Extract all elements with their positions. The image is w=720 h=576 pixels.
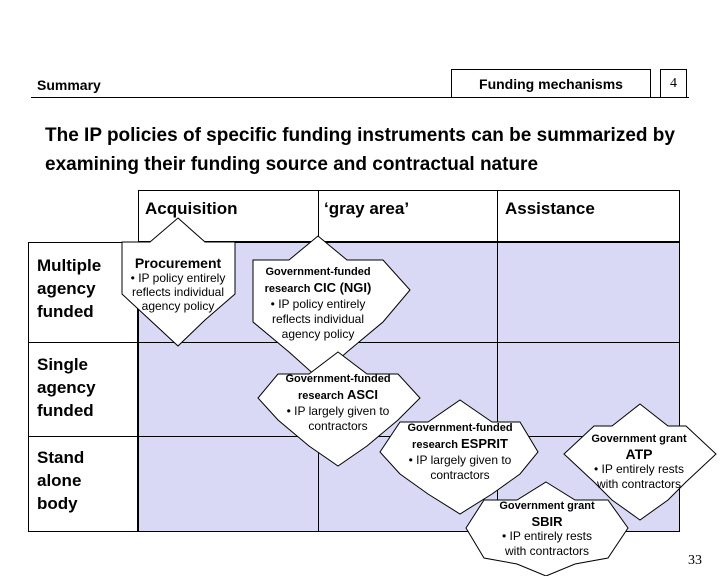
col-divider <box>497 242 498 532</box>
esprit-prefix-line: Government-funded <box>407 422 513 434</box>
procurement-callout: Procurement • IP policy entirely reflect… <box>126 255 230 314</box>
cic-callout: Government-funded research CIC (NGI) • I… <box>254 265 382 342</box>
row-header-line: alone <box>37 471 82 490</box>
cic-prefix-line: Government-funded <box>265 266 371 278</box>
atp-prefix-line: Government grant <box>591 433 687 445</box>
row-header-line: funded <box>37 401 94 420</box>
esprit-callout: Government-funded research ESPRIT • IP l… <box>398 421 522 483</box>
column-header-gray-area: ‘gray area’ <box>324 199 410 218</box>
asci-bullet: • IP largely given to contractors <box>286 404 390 433</box>
esprit-bullet: • IP largely given to contractors <box>408 453 512 482</box>
sbir-callout: Government grant SBIR • IP entirely rest… <box>492 499 602 559</box>
row-divider <box>28 436 138 437</box>
row-divider <box>138 342 680 343</box>
col-divider <box>318 190 319 242</box>
asci-name: ASCI <box>346 387 378 402</box>
sbir-callout-shape <box>465 481 629 576</box>
atp-callout-shape <box>563 403 717 521</box>
row-header-stand-alone: Stand alone body <box>37 446 84 515</box>
row-header-line: Multiple <box>37 256 102 275</box>
asci-callout-shape <box>257 351 421 467</box>
atp-callout: Government grant ATP • IP entirely rests… <box>584 432 694 492</box>
row-header-line: agency <box>37 378 96 397</box>
atp-bullet: • IP entirely rests with contractors <box>593 462 684 491</box>
row-header-line: Stand <box>37 448 85 467</box>
cic-bullet: • IP policy entirely reflects individual… <box>270 297 366 341</box>
esprit-prefix: research <box>412 439 461 451</box>
sbir-prefix-line: Government grant <box>499 500 595 512</box>
row-header-single-agency: Single agency funded <box>37 353 96 422</box>
row-header-line: funded <box>37 302 94 321</box>
row-header-band <box>28 242 138 532</box>
slide-number: 4 <box>670 75 677 91</box>
row-divider <box>28 342 138 343</box>
asci-callout: Government-funded research ASCI • IP lar… <box>276 372 400 434</box>
sbir-name: SBIR <box>531 514 563 529</box>
section-tab: Funding mechanisms <box>451 69 651 97</box>
page-number: 33 <box>688 553 702 568</box>
sbir-bullet: • IP entirely rests with contractors <box>501 529 592 558</box>
row-header-line: body <box>37 494 78 513</box>
col-divider <box>497 190 498 242</box>
section-tab-label: Funding mechanisms <box>479 75 623 92</box>
row-header-line: agency <box>37 279 96 298</box>
column-header-band <box>138 190 680 242</box>
slide-number-box: 4 <box>660 69 687 97</box>
atp-name: ATP <box>625 446 653 462</box>
row-header-line: Single <box>37 355 89 374</box>
cic-prefix: research <box>264 283 314 295</box>
procurement-bullet: • IP policy entirely reflects individual… <box>130 271 226 313</box>
asci-prefix: research <box>298 390 347 402</box>
asci-prefix-line: Government-funded <box>285 373 391 385</box>
column-header-acquisition: Acquisition <box>145 199 238 218</box>
column-header-assistance: Assistance <box>505 199 595 218</box>
esprit-name: ESPRIT <box>460 436 508 451</box>
slide-headline: The IP policies of specific funding inst… <box>45 125 675 175</box>
esprit-callout-shape <box>379 399 539 515</box>
header-rule <box>31 97 689 98</box>
row-header-multiple-agency: Multiple agency funded <box>37 254 101 323</box>
procurement-callout-shape <box>121 217 236 347</box>
section-label: Summary <box>37 77 101 93</box>
procurement-title: Procurement <box>134 255 222 271</box>
cic-name: CIC (NGI) <box>313 280 372 295</box>
